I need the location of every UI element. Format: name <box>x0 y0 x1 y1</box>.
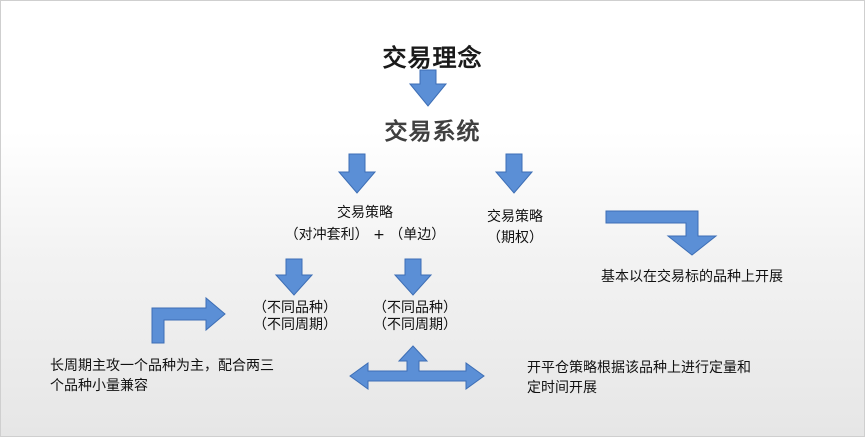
note-bottom-left-line2: 个品种小量兼容 <box>50 378 148 394</box>
branch-right-line1: （不同品种） <box>373 300 457 316</box>
arrow-down-icon <box>274 258 314 296</box>
arrow-down-icon <box>408 69 448 107</box>
note-bottom-left-line1: 长周期主攻一个品种为主，配合两三 <box>50 358 274 374</box>
branch-left-line2: （不同周期） <box>253 317 337 333</box>
arrow-down-icon <box>494 153 534 194</box>
elbow-arrow-icon <box>605 210 718 256</box>
note-right: 基本以在交易标的品种上开展 <box>601 269 783 285</box>
three-way-arrow-icon <box>349 345 485 390</box>
strategy-left-line1: 交易策略 <box>337 205 393 221</box>
note-bottom-right-line2: 定时间开展 <box>527 380 597 396</box>
branch-right-line2: （不同周期） <box>373 317 457 333</box>
arrow-down-icon <box>393 258 433 296</box>
branch-left-line1: （不同品种） <box>253 300 337 316</box>
arrow-down-icon <box>337 153 377 194</box>
note-bottom-right-line1: 开平仓策略根据该品种上进行定量和 <box>527 360 751 376</box>
strategy-left-line2: （对冲套利） + （单边） <box>284 227 446 243</box>
trading-system-title: 交易系统 <box>384 119 481 145</box>
elbow-arrow-icon <box>151 296 226 344</box>
strategy-right-line1: 交易策略 <box>487 209 543 225</box>
strategy-right-line2: （期权） <box>487 230 543 246</box>
trading-philosophy-title: 交易理念 <box>382 44 483 72</box>
